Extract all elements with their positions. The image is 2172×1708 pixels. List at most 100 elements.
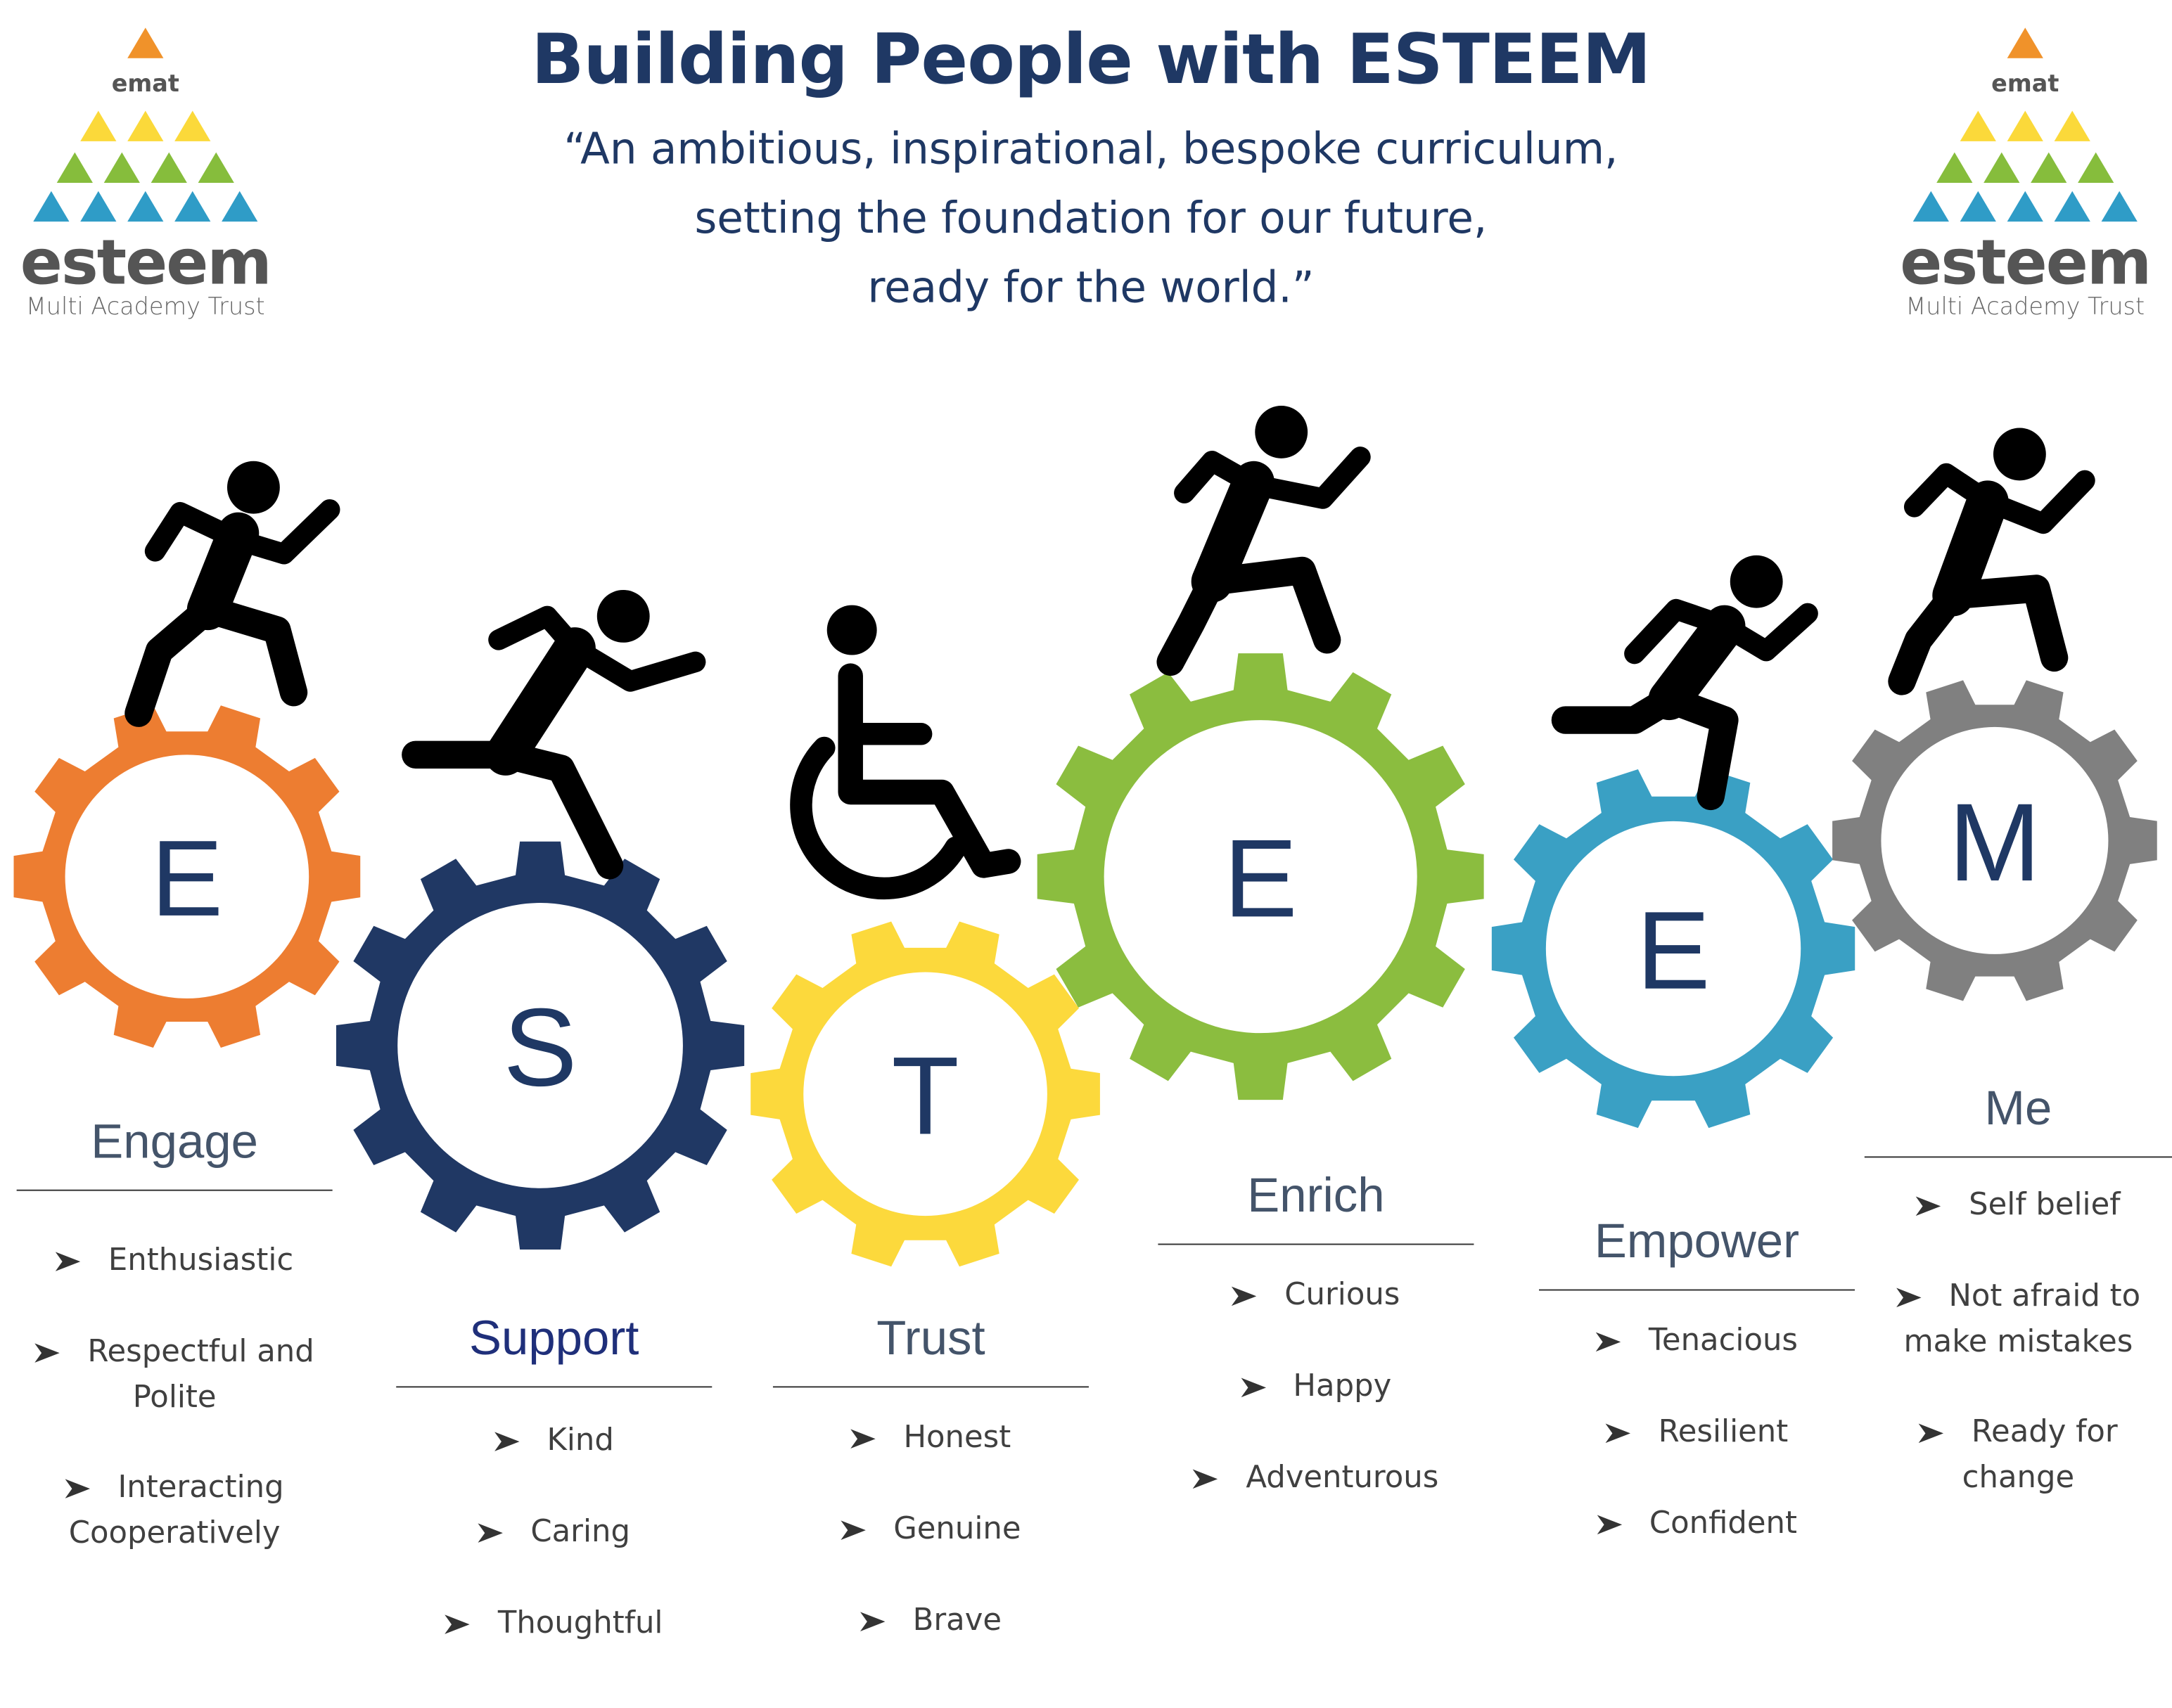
gear-letter: E <box>1636 889 1710 1013</box>
trait-item: Brave <box>773 1598 1089 1644</box>
trait-text: Resilient <box>1658 1415 1789 1450</box>
divider <box>772 1386 1089 1388</box>
trait-text: Interacting Cooperatively <box>68 1470 284 1551</box>
arrow-bullet-icon <box>1919 1423 1944 1444</box>
trait-item: Curious <box>1158 1273 1474 1318</box>
arrow-bullet-icon <box>445 1614 471 1634</box>
trait-item: Happy <box>1158 1364 1474 1410</box>
trait-item: Adventurous <box>1158 1456 1474 1501</box>
trait-text: Confident <box>1649 1506 1797 1541</box>
trait-text: Thoughtful <box>497 1606 663 1641</box>
trait-item: Self belief <box>1865 1183 2172 1228</box>
running-person-icon <box>124 461 340 727</box>
gear-hub <box>1881 726 2109 954</box>
arrow-bullet-icon <box>1595 1332 1621 1352</box>
logo-name: esteem <box>20 226 272 300</box>
trait-item: Tenacious <box>1539 1318 1855 1364</box>
trait-text: Happy <box>1293 1369 1392 1404</box>
logo-subtitle: Multi Academy Trust <box>1905 293 2145 321</box>
triangle-pyramid-icon: emat <box>33 27 258 222</box>
page-title: Building People with ESTEEM <box>531 19 1651 100</box>
arrow-bullet-icon <box>1896 1288 1922 1308</box>
trait-text: Adventurous <box>1246 1460 1439 1496</box>
logo-name: esteem <box>1900 226 2152 300</box>
gear-engage: E <box>13 705 361 1048</box>
gear-support: S <box>336 841 745 1250</box>
trait-item: Not afraid to make mistakes <box>1865 1274 2172 1366</box>
arrow-bullet-icon <box>478 1523 503 1543</box>
value-label: Support <box>469 1311 639 1366</box>
gear-letter: E <box>1224 816 1298 940</box>
trait-item: Resilient <box>1539 1410 1855 1456</box>
value-label: Empower <box>1594 1214 1800 1269</box>
trait-text: Enthusiastic <box>108 1243 294 1278</box>
divider <box>1539 1289 1855 1291</box>
trait-text: Caring <box>530 1515 630 1550</box>
trait-text: Tenacious <box>1648 1323 1799 1359</box>
trait-text: Not afraid to make mistakes <box>1903 1279 2141 1360</box>
trait-text: Self belief <box>1969 1188 2121 1223</box>
trait-item: Honest <box>773 1415 1089 1461</box>
divider <box>396 1386 713 1388</box>
arrow-bullet-icon <box>1240 1378 1266 1398</box>
logo-right: emat esteem Multi Academy Trust <box>1886 25 2164 321</box>
trait-item: Ready for change <box>1865 1410 2172 1501</box>
running-person-icon <box>1156 406 1371 676</box>
trait-text: Ready for change <box>1962 1415 2118 1496</box>
trait-item: Genuine <box>773 1507 1089 1553</box>
gear-empower: E <box>1491 769 1855 1129</box>
trait-text: Honest <box>903 1420 1011 1456</box>
trait-item: Thoughtful <box>396 1601 712 1647</box>
trait-item: Caring <box>396 1510 712 1555</box>
arrow-bullet-icon <box>1232 1286 1257 1306</box>
arrow-bullet-icon <box>494 1432 520 1451</box>
gear-hub <box>803 972 1047 1216</box>
trait-item: Kind <box>396 1418 712 1464</box>
trait-item: Enthusiastic <box>17 1238 333 1284</box>
arrow-bullet-icon <box>65 1479 91 1498</box>
logo-left: emat esteem Multi Academy Trust <box>7 25 284 321</box>
arrow-bullet-icon <box>1193 1469 1218 1489</box>
running-person-icon <box>1888 428 2095 695</box>
triangle-pyramid-icon: emat <box>1912 27 2138 222</box>
quote-line: “An ambitious, inspirational, bespoke cu… <box>563 124 1618 175</box>
trait-text: Brave <box>912 1603 1002 1638</box>
value-label: Enrich <box>1247 1169 1385 1223</box>
logo-emat: emat <box>112 70 179 97</box>
arrow-bullet-icon <box>56 1252 81 1271</box>
running-person-icon <box>1551 555 1818 811</box>
value-label: Engage <box>91 1115 258 1169</box>
gear-hub <box>1104 720 1417 1034</box>
trait-text: Kind <box>547 1423 614 1458</box>
gear-me: M <box>1832 680 2157 1001</box>
divider <box>16 1189 333 1191</box>
logo-subtitle: Multi Academy Trust <box>25 293 265 321</box>
trait-item: Confident <box>1539 1501 1855 1547</box>
gear-letter: M <box>1948 781 2040 904</box>
arrow-bullet-icon <box>850 1429 876 1449</box>
gear-letter: S <box>504 986 577 1110</box>
wheelchair-icon <box>790 605 1021 900</box>
trait-item: Respectful and Polite <box>17 1330 333 1421</box>
gear-letter: E <box>151 818 223 939</box>
gear-hub <box>1545 821 1801 1077</box>
gear-letter: T <box>891 1034 959 1158</box>
running-person-icon <box>402 589 706 880</box>
trait-text: Genuine <box>893 1512 1021 1547</box>
gear-trust: T <box>750 921 1100 1267</box>
value-label: Trust <box>876 1311 985 1366</box>
gear-hub <box>397 903 683 1188</box>
arrow-bullet-icon <box>1597 1515 1622 1535</box>
arrow-bullet-icon <box>34 1343 60 1363</box>
